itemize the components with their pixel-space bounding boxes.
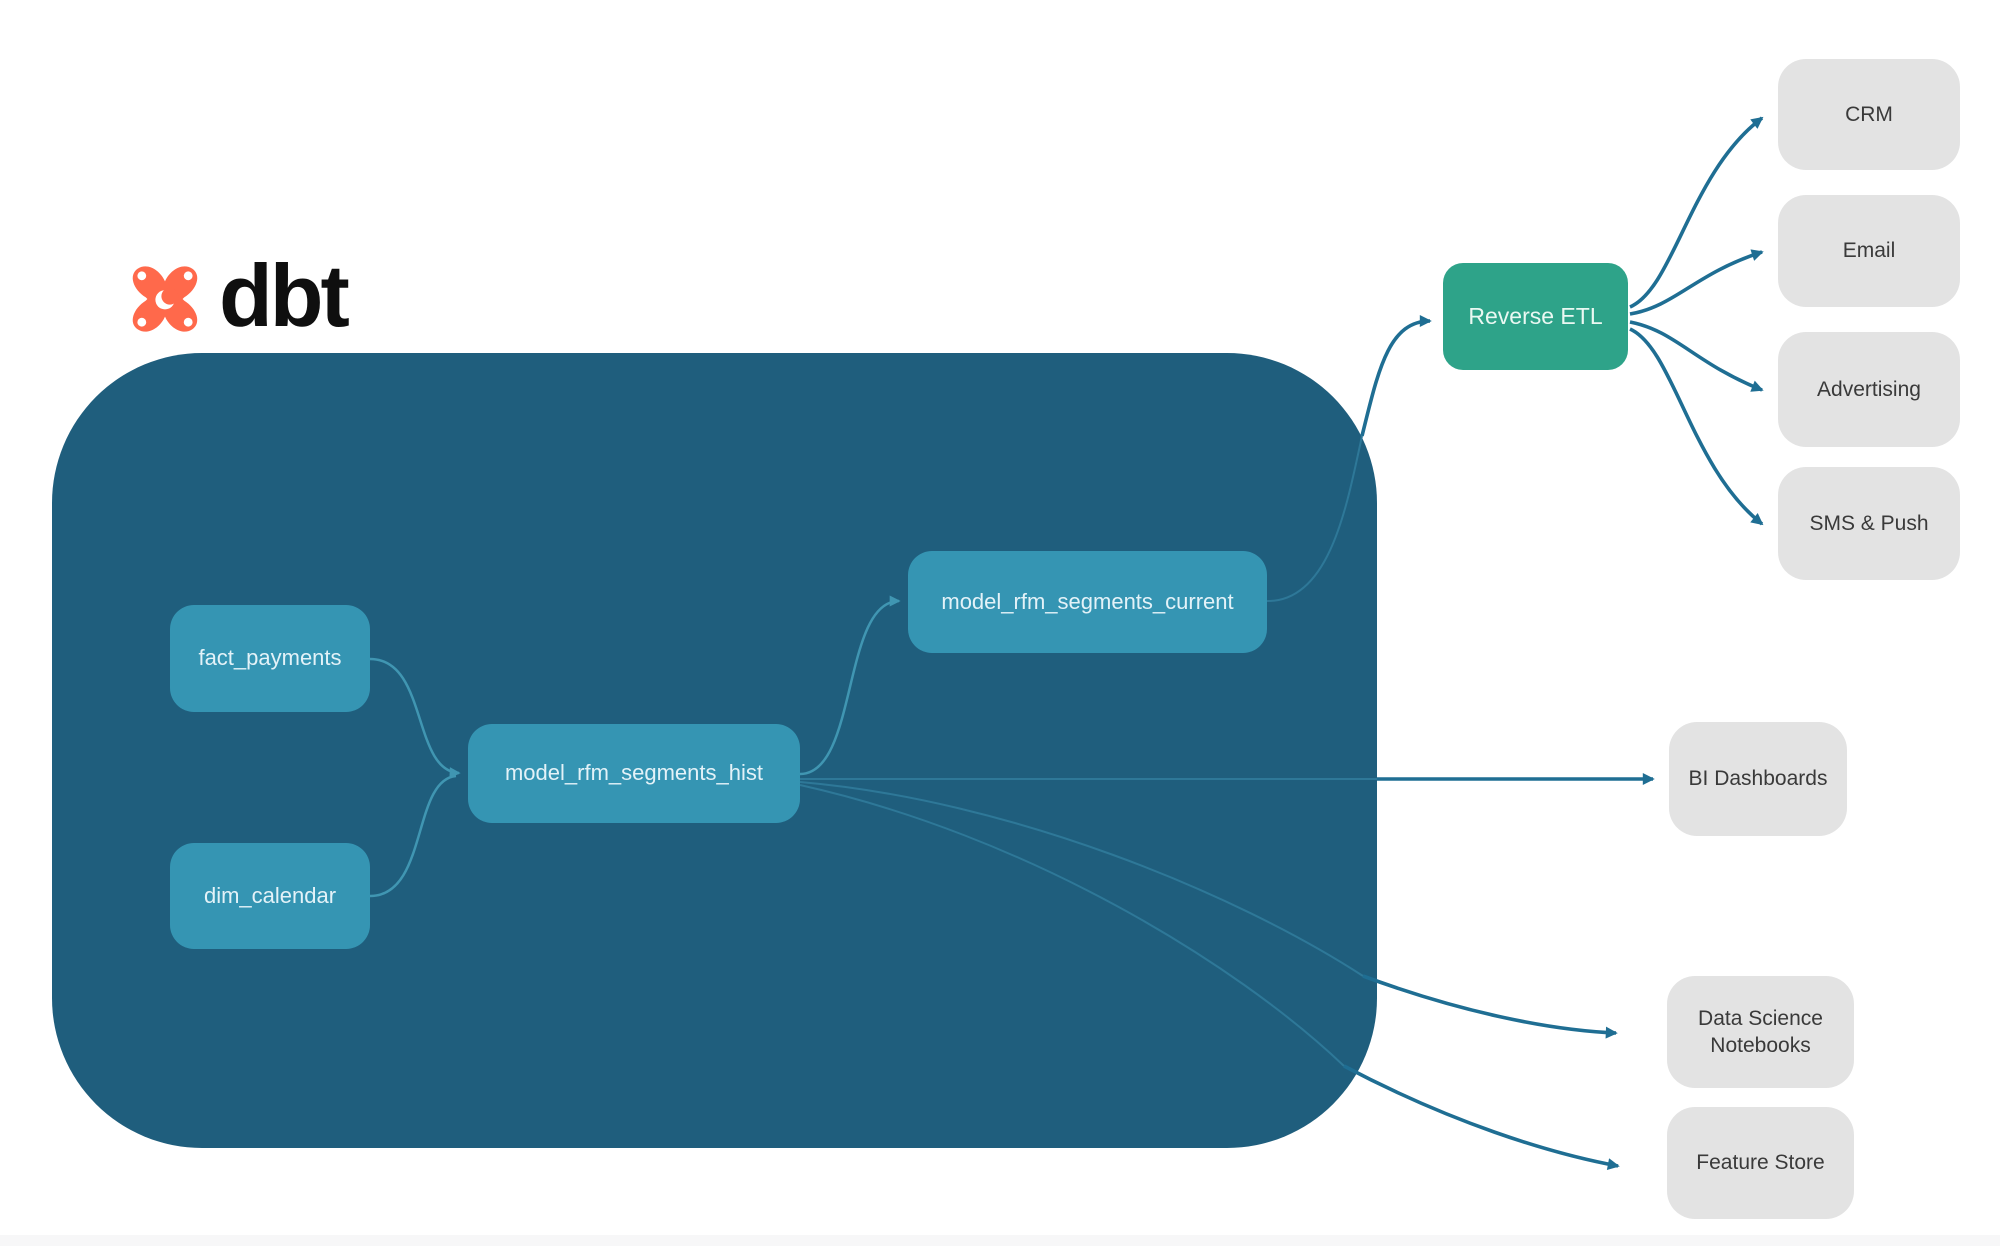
node-label: Reverse ETL bbox=[1468, 302, 1603, 329]
dbt-wordmark: dbt bbox=[219, 246, 350, 345]
node-label: model_rfm_segments_current bbox=[941, 588, 1234, 614]
node-model-rfm-segments-hist: model_rfm_segments_hist bbox=[468, 724, 800, 823]
outer-edges bbox=[1343, 116, 1764, 1171]
node-label: Email bbox=[1842, 239, 1896, 263]
node-email: Email bbox=[1778, 195, 1960, 307]
node-label: Advertising bbox=[1817, 377, 1921, 401]
inner-model-edges bbox=[369, 595, 901, 898]
node-bi-dashboards: BI Dashboards bbox=[1669, 722, 1847, 836]
node-label: Feature Store bbox=[1696, 1151, 1825, 1175]
node-label: CRM bbox=[1845, 102, 1893, 126]
node-label: Data Science Notebooks bbox=[1698, 1006, 1823, 1057]
node-fact-payments: fact_payments bbox=[170, 605, 370, 712]
bottom-edge-strip bbox=[0, 1235, 2000, 1246]
node-label: fact_payments bbox=[198, 645, 342, 671]
dbt-logo: dbt bbox=[125, 246, 350, 346]
node-dim-calendar: dim_calendar bbox=[170, 843, 370, 949]
node-sms-push: SMS & Push bbox=[1778, 467, 1960, 580]
node-model-rfm-segments-current: model_rfm_segments_current bbox=[908, 551, 1267, 653]
node-label: SMS & Push bbox=[1809, 511, 1929, 535]
node-feature-store: Feature Store bbox=[1667, 1107, 1854, 1219]
node-label: BI Dashboards bbox=[1688, 767, 1828, 791]
node-data-science-notebooks: Data Science Notebooks bbox=[1667, 976, 1854, 1088]
node-advertising: Advertising bbox=[1778, 332, 1960, 447]
dbt-logo-icon bbox=[132, 266, 198, 332]
inner-faint-edges bbox=[799, 435, 1377, 1067]
node-crm: CRM bbox=[1778, 59, 1960, 170]
node-reverse-etl: Reverse ETL bbox=[1443, 263, 1628, 370]
node-label: dim_calendar bbox=[203, 882, 337, 908]
node-label: model_rfm_segments_hist bbox=[504, 760, 763, 786]
